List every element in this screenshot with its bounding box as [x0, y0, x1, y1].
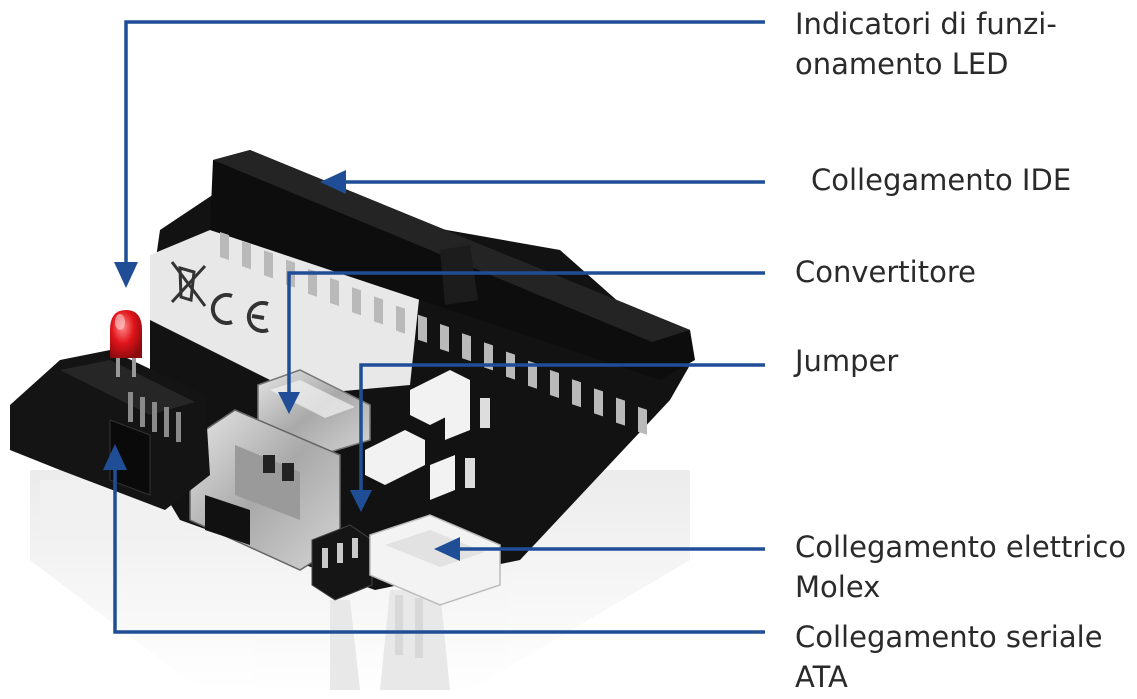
jumper-block	[311, 524, 373, 601]
ide-pin	[352, 287, 361, 316]
ide-pin	[462, 333, 471, 362]
callout-label-molex: Collegamento elettrico Molex	[795, 527, 1126, 607]
callout-sata-line	[113, 460, 765, 634]
ide-pin	[418, 314, 427, 343]
callout-label-sata-line1: Collegamento seriale	[795, 620, 1103, 654]
ide-pin	[396, 305, 405, 334]
arrow-left-icon	[320, 170, 346, 194]
callout-led-line	[124, 20, 765, 268]
ide-key-notch	[440, 245, 478, 305]
callout-label-converter-line1: Convertitore	[795, 255, 976, 289]
ide-pins	[220, 232, 647, 435]
ide-pin	[528, 360, 537, 389]
arrow-down-icon	[278, 392, 300, 414]
ide-pin	[550, 370, 559, 398]
arrow-down-icon	[114, 262, 138, 288]
ide-pin	[374, 296, 383, 325]
slide-switch	[189, 409, 341, 571]
callout-arrowheads	[103, 170, 460, 561]
led-icon	[110, 310, 142, 377]
callout-label-jumper: Jumper	[795, 341, 898, 381]
ide-pin	[242, 241, 251, 270]
ce-mark-icon	[210, 293, 269, 333]
ide-pin	[440, 324, 449, 352]
crossed-out-bin-icon	[170, 261, 207, 307]
callout-label-led: Indicatori di funzi- onamento LED	[795, 4, 1057, 84]
ide-pin	[264, 250, 273, 279]
callout-jumper-line	[359, 363, 765, 498]
ide-connector-top	[213, 150, 690, 342]
sata-connector	[10, 350, 210, 510]
ide-pin	[220, 232, 229, 260]
arrow-up-icon	[103, 444, 127, 470]
callout-label-ide: Collegamento IDE	[811, 160, 1071, 200]
callout-label-molex-line2: Molex	[795, 570, 881, 604]
ide-pin	[638, 406, 647, 435]
callout-label-ide-line1: Collegamento IDE	[811, 163, 1072, 197]
callout-lines	[113, 20, 765, 634]
callout-label-led-line1: Indicatori di funzi-	[795, 7, 1057, 41]
callout-label-molex-line1: Collegamento elettrico	[795, 530, 1127, 564]
ide-pin	[616, 397, 625, 426]
callout-label-jumper-line1: Jumper	[795, 344, 899, 378]
callout-label-sata-line2: ATA	[795, 660, 848, 694]
callout-label-sata: Collegamento seriale ATA	[795, 617, 1103, 697]
ide-pin	[594, 388, 603, 417]
pcb-markings	[365, 370, 490, 500]
ide-pin	[572, 379, 581, 408]
arrow-left-icon	[434, 537, 460, 561]
callout-label-converter: Convertitore	[795, 252, 976, 292]
ide-pin	[330, 278, 339, 306]
callout-label-led-line2: onamento LED	[795, 47, 1009, 81]
arrow-down-icon	[350, 490, 372, 512]
ide-pin	[308, 268, 317, 297]
callout-converter-line	[287, 271, 765, 400]
